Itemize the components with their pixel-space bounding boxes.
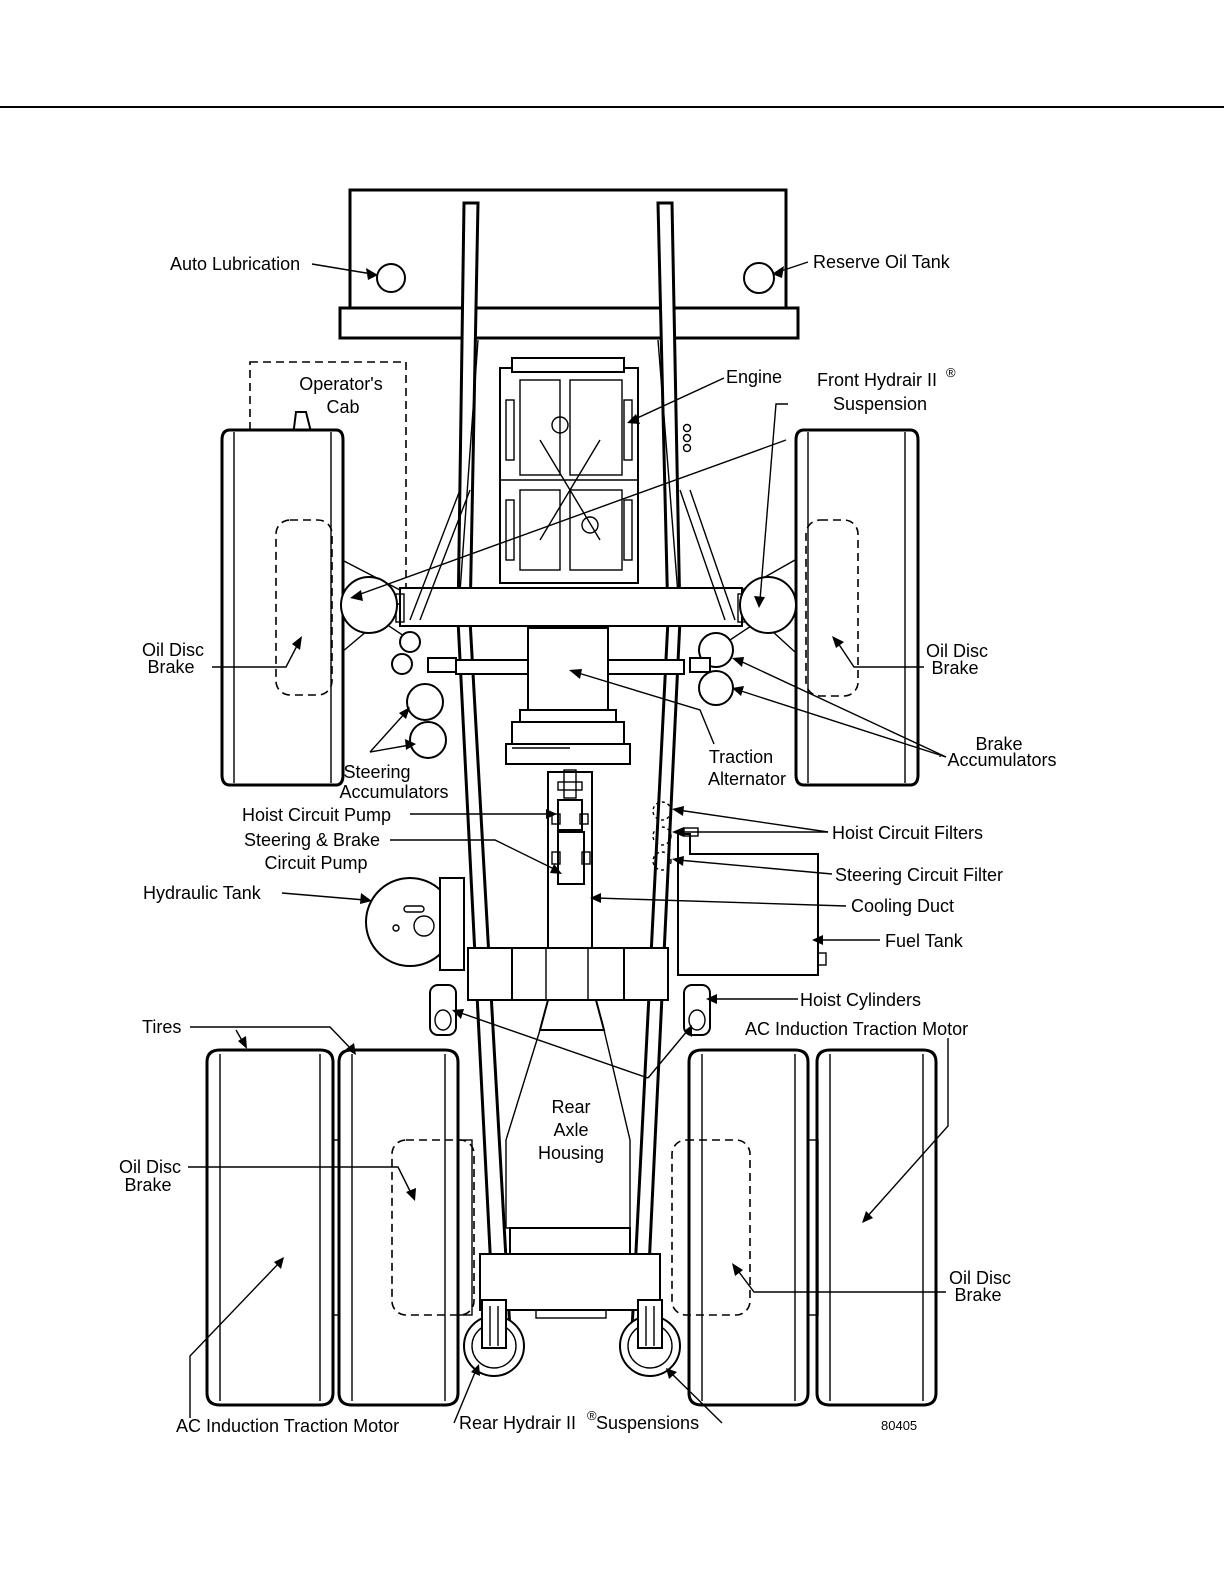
label-rear-right-oil-disc-line2: Brake [954, 1285, 1001, 1305]
label-front-hydrair-line1: Front Hydrair II [817, 370, 937, 390]
label-brake-accumulators-line2: Accumulators [947, 750, 1056, 770]
front-bumper [338, 188, 800, 340]
label-rear-axle-line1: Rear [551, 1097, 590, 1117]
label-operators-cab-line2: Cab [326, 397, 359, 417]
label-tires: Tires [142, 1017, 181, 1037]
auto-lube-fittings [682, 423, 692, 453]
label-operators-cab-line1: Operator's [299, 374, 382, 394]
brake-accumulator-2 [698, 670, 734, 706]
brake-link [689, 657, 711, 673]
steering-cylinder-pivot-2 [391, 653, 413, 675]
steering-link [427, 657, 457, 673]
label-front-right-oil-disc-line1: Oil Disc [926, 641, 988, 661]
label-steering-circuit-filter: Steering Circuit Filter [835, 865, 1003, 885]
auto-lubrication-tank [376, 263, 406, 293]
leader-lines [188, 261, 949, 1424]
steering-brake-circuit-pump [551, 831, 591, 885]
steering-cylinder-pivot-1 [399, 631, 421, 653]
label-traction-alternator-line2: Alternator [708, 769, 786, 789]
label-brake-accumulators-line1: Brake [975, 734, 1022, 754]
label-front-left-oil-disc-line2: Brake [147, 657, 194, 677]
rear-right-hub [807, 1139, 819, 1316]
steering-circuit-filter [652, 851, 672, 871]
label-front-hydrair-reg: ® [946, 365, 956, 380]
hoist-circuit-pump [551, 799, 589, 831]
label-front-right-oil-disc-line2: Brake [931, 658, 978, 678]
hoist-circuit-filter-2 [652, 826, 672, 846]
label-fuel-tank: Fuel Tank [885, 931, 964, 951]
hydraulic-tank [365, 877, 465, 971]
front-left-suspension [340, 576, 398, 634]
label-rear-axle-line3: Housing [538, 1143, 604, 1163]
label-cooling-duct: Cooling Duct [851, 896, 954, 916]
rear-left-inner-tire [337, 1048, 475, 1407]
rear-right-outer-tire [815, 1048, 938, 1407]
label-rear-left-oil-disc-line1: Oil Disc [119, 1157, 181, 1177]
label-front-hydrair-line2: Suspension [833, 394, 927, 414]
label-auto-lubrication: Auto Lubrication [170, 254, 300, 274]
label-rear-hydrair-line2: Suspensions [596, 1413, 699, 1433]
label-engine: Engine [726, 367, 782, 387]
label-traction-alternator-line1: Traction [709, 747, 773, 767]
label-ac-motor-left: AC Induction Traction Motor [176, 1416, 399, 1436]
hoist-cylinder-right [683, 984, 711, 1036]
label-steering-brake-pump-line2: Circuit Pump [264, 853, 367, 873]
label-rear-hydrair-reg: ® [587, 1408, 597, 1423]
reserve-oil-tank [743, 262, 775, 294]
front-axle [341, 489, 796, 653]
label-hoist-cylinders: Hoist Cylinders [800, 990, 921, 1010]
rear-right-suspension [619, 1299, 681, 1377]
label-hoist-circuit-filters: Hoist Circuit Filters [832, 823, 983, 843]
label-steering-accumulators-line1: Steering [343, 762, 410, 782]
label-rear-axle-line2: Axle [553, 1120, 588, 1140]
label-ac-motor-right: AC Induction Traction Motor [745, 1019, 968, 1039]
label-front-left-oil-disc-line1: Oil Disc [142, 640, 204, 660]
label-hydraulic-tank: Hydraulic Tank [143, 883, 262, 903]
rear-left-hub [457, 1139, 473, 1316]
label-rear-left-oil-disc-line2: Brake [124, 1175, 171, 1195]
traction-alternator [455, 627, 685, 765]
label-steering-brake-pump-line1: Steering & Brake [244, 830, 380, 850]
steering-accumulator-2 [409, 721, 447, 759]
label-reserve-oil-tank: Reserve Oil Tank [813, 252, 951, 272]
rear-left-outer-tire [205, 1048, 335, 1407]
steering-accumulator-1 [406, 683, 444, 721]
label-hoist-circuit-pump: Hoist Circuit Pump [242, 805, 391, 825]
front-left-tire [220, 428, 345, 787]
rear-axle-housing [467, 947, 669, 1319]
label-steering-accumulators-line2: Accumulators [339, 782, 448, 802]
engine [499, 357, 639, 584]
label-rear-hydrair-line1: Rear Hydrair II [459, 1413, 576, 1433]
rear-right-inner-tire [671, 1048, 810, 1407]
front-right-tire [794, 428, 920, 787]
front-right-suspension [739, 576, 797, 634]
rear-left-hub-outer [332, 1139, 340, 1316]
label-rear-right-oil-disc-line1: Oil Disc [949, 1268, 1011, 1288]
hoist-circuit-filter-1 [652, 801, 672, 821]
figure-number: 80405 [881, 1418, 917, 1433]
arrowheads [238, 266, 873, 1379]
rear-left-suspension [463, 1299, 525, 1377]
